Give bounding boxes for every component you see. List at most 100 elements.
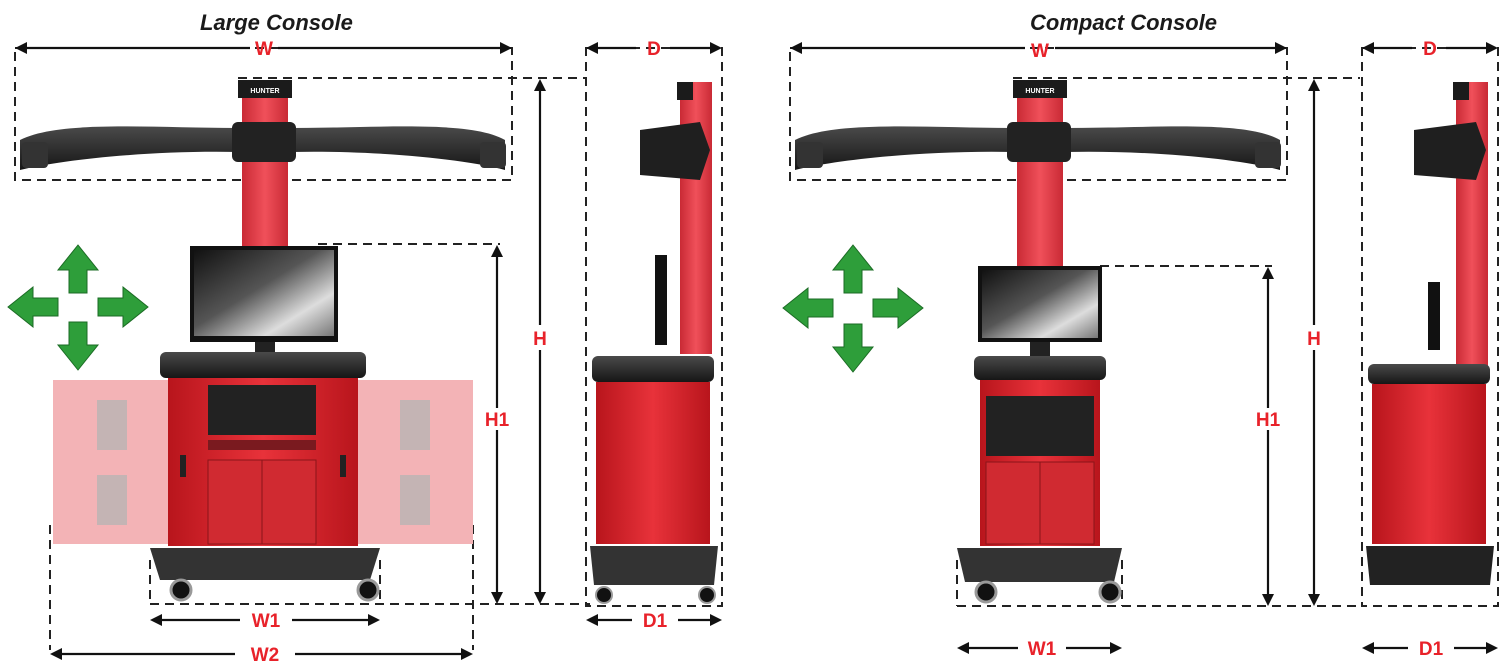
compact-dim-w1: W1 [1028, 639, 1057, 660]
large-dim-d1: D1 [643, 611, 668, 632]
large-column-cap [238, 80, 292, 98]
large-column [242, 80, 288, 255]
compact-beam-center-housing [1007, 122, 1071, 162]
large-left-door-panel-top [97, 400, 127, 450]
compact-dim-d: D [1423, 39, 1437, 60]
compact-cabinet-top [974, 356, 1106, 380]
compact-base [957, 548, 1122, 582]
large-dim-h: H [533, 329, 547, 350]
large-dim-w1: W1 [252, 611, 281, 632]
large-dim-w: W [255, 39, 273, 60]
compact-h1-head-top [1262, 267, 1274, 279]
compact-side-view-group: D D1 [1361, 39, 1499, 660]
compact-right-wheel [1098, 580, 1122, 604]
large-side-view-group: D D1 [585, 39, 723, 632]
arrow-up-icon [56, 244, 100, 294]
large-w1-head-left [150, 614, 162, 626]
large-d-head-left [586, 42, 598, 54]
large-right-wheel [356, 578, 380, 602]
large-side-base [590, 546, 718, 585]
compact-w-head-right [1275, 42, 1287, 54]
compact-d-head-right [1486, 42, 1498, 54]
compact-h1-head-bottom [1262, 594, 1274, 606]
compact-h-head-bottom [1308, 594, 1320, 606]
large-console-title: Large Console [200, 10, 353, 35]
large-dim-d: D [647, 39, 661, 60]
arrow-down-icon [56, 321, 100, 371]
large-console-group: Large Console HUNTER [7, 10, 590, 664]
compact-w1-head-left [957, 642, 969, 654]
compact-column [1017, 80, 1063, 275]
compact-d1-head-left [1362, 642, 1374, 654]
large-dim-h1: H1 [485, 410, 510, 431]
large-beam-center-housing [232, 122, 296, 162]
large-cabinet-drawer [208, 440, 316, 450]
compact-w1-head-right [1110, 642, 1122, 654]
large-d1-head-right [710, 614, 722, 626]
large-w-head-left [15, 42, 27, 54]
large-column-logo: HUNTER [250, 88, 279, 95]
large-left-handle [180, 455, 186, 477]
large-d1-head-left [586, 614, 598, 626]
compact-dim-h: H [1307, 329, 1321, 350]
compact-column-logo: HUNTER [1025, 88, 1054, 95]
large-w1-head-right [368, 614, 380, 626]
compact-side-cabinet-top [1368, 364, 1490, 384]
compact-right-camera [1255, 142, 1281, 168]
large-h-head-top [534, 79, 546, 91]
large-base [150, 548, 380, 580]
compact-column-cap [1013, 80, 1067, 98]
large-h1-head-bottom [491, 592, 503, 604]
large-side-cabinet-body [596, 382, 710, 544]
compact-side-monitor [1428, 282, 1440, 350]
large-move-arrows-icon [7, 244, 149, 371]
compact-left-camera [797, 142, 823, 168]
large-monitor-stand [255, 342, 275, 354]
compact-side-base [1366, 546, 1494, 585]
large-side-wheel-right [698, 586, 716, 604]
compact-left-wheel [974, 580, 998, 604]
large-left-door-panel-bottom [97, 475, 127, 525]
large-left-wheel [169, 578, 193, 602]
arrow-right-icon [97, 285, 149, 329]
large-right-camera [480, 142, 506, 168]
compact-d-head-left [1362, 42, 1374, 54]
compact-move-arrows-icon [782, 244, 924, 373]
arrow-left-icon [782, 286, 834, 330]
large-side-column-cap [677, 82, 693, 100]
large-cabinet-top [160, 352, 366, 378]
large-h-head-bottom [534, 592, 546, 604]
compact-d1-head-right [1486, 642, 1498, 654]
large-right-door-panel-top [400, 400, 430, 450]
large-side-envelope [585, 47, 723, 607]
compact-monitor-stand [1030, 342, 1050, 356]
arrow-right-icon [872, 286, 924, 330]
compact-side-column-cap [1453, 82, 1469, 100]
large-w2-head-right [461, 648, 473, 660]
large-right-door-panel-bottom [400, 475, 430, 525]
compact-w-head-left [790, 42, 802, 54]
compact-console-title: Compact Console [1030, 10, 1217, 35]
compact-side-envelope [1361, 47, 1499, 607]
compact-cabinet-keyboard-bay [986, 396, 1094, 456]
large-w-head-right [500, 42, 512, 54]
arrow-up-icon [831, 244, 875, 294]
compact-monitor-screen [982, 270, 1098, 338]
large-side-camera-head [640, 122, 710, 180]
compact-dim-h1: H1 [1256, 410, 1281, 431]
large-right-handle [340, 455, 346, 477]
large-w2-head-left [50, 648, 62, 660]
compact-dim-w: W [1031, 41, 1049, 62]
compact-h-head-top [1308, 79, 1320, 91]
large-dim-w2: W2 [251, 645, 280, 664]
compact-dim-d1: D1 [1419, 639, 1444, 660]
large-cabinet-keyboard-bay [208, 385, 316, 435]
compact-side-camera-head [1414, 122, 1486, 180]
large-d-head-right [710, 42, 722, 54]
arrow-down-icon [831, 323, 875, 373]
large-h1-head-top [491, 245, 503, 257]
large-monitor-screen [194, 250, 334, 336]
large-side-monitor [655, 255, 667, 345]
